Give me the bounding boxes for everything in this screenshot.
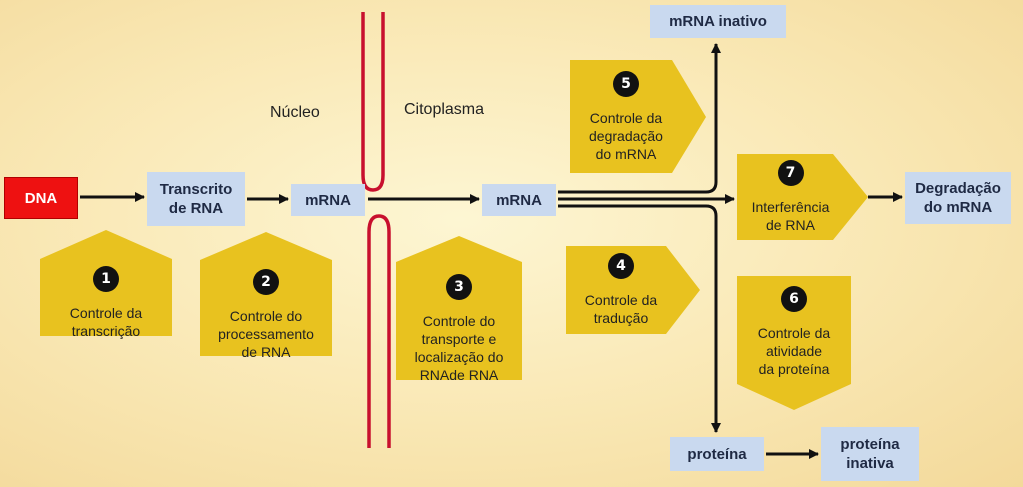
control-shape-5: [570, 60, 706, 173]
control-4-text: Controle da tradução: [584, 292, 658, 326]
mrna-cytoplasm-box: mRNA: [482, 184, 556, 216]
protein-box: proteína: [670, 437, 764, 471]
control-6: 6 Controle da atividade da proteína: [737, 276, 851, 410]
control-3-text: Controle do transporte e localização do …: [414, 313, 504, 383]
control-7-text: Interferência de RNA: [751, 199, 830, 233]
control-4: 4 Controle da tradução: [566, 246, 700, 334]
control-7: 7 Interferência de RNA: [737, 154, 868, 240]
control-shape-7: [737, 154, 868, 240]
control-shape-3: [396, 236, 522, 380]
control-1: 1 Controle da transcrição: [40, 236, 172, 339]
nucleus-label: Núcleo: [270, 104, 320, 121]
control-shape-4: [566, 246, 700, 334]
control-1-number: 1: [93, 266, 119, 292]
cytoplasm-label: Citoplasma: [404, 101, 485, 118]
mrna-inactive-box: mRNA inativo: [650, 5, 786, 38]
nuclear-membrane-upper: [361, 12, 385, 192]
control-5-number: 5: [613, 70, 639, 97]
control-3-number: 3: [446, 274, 472, 300]
arrow-to-mrna-inactive: [558, 43, 721, 194]
control-2-text: Controle do processamento de RNA: [218, 308, 314, 360]
control-5: 5 Controle da degradação do mRNA: [570, 60, 706, 173]
arrow-to-protein: [558, 204, 721, 433]
control-4-number: 4: [608, 253, 634, 279]
control-7-number: 7: [777, 160, 804, 186]
control-5-text: Controle da degradação do mRNA: [589, 109, 663, 162]
control-2: 2 Controle do processamento de RNA: [200, 240, 332, 360]
protein-inactive-box: proteína inativa: [821, 427, 919, 481]
dna-box: DNA: [4, 177, 78, 219]
control-2-number: 2: [253, 269, 279, 295]
rna-transcript-box: Transcrito de RNA: [147, 172, 245, 226]
control-shape-6: [737, 276, 851, 410]
control-6-text: Controle da atividade da proteína: [757, 325, 831, 377]
mrna-nucleus-box: mRNA: [291, 184, 365, 216]
control-1-text: Controle da transcrição: [69, 305, 143, 339]
control-3: 3 Controle do transporte e localização d…: [396, 244, 522, 383]
nuclear-membrane-lower: [367, 214, 391, 448]
mrna-degradation-box: Degradação do mRNA: [905, 172, 1011, 224]
control-6-number: 6: [781, 286, 807, 312]
